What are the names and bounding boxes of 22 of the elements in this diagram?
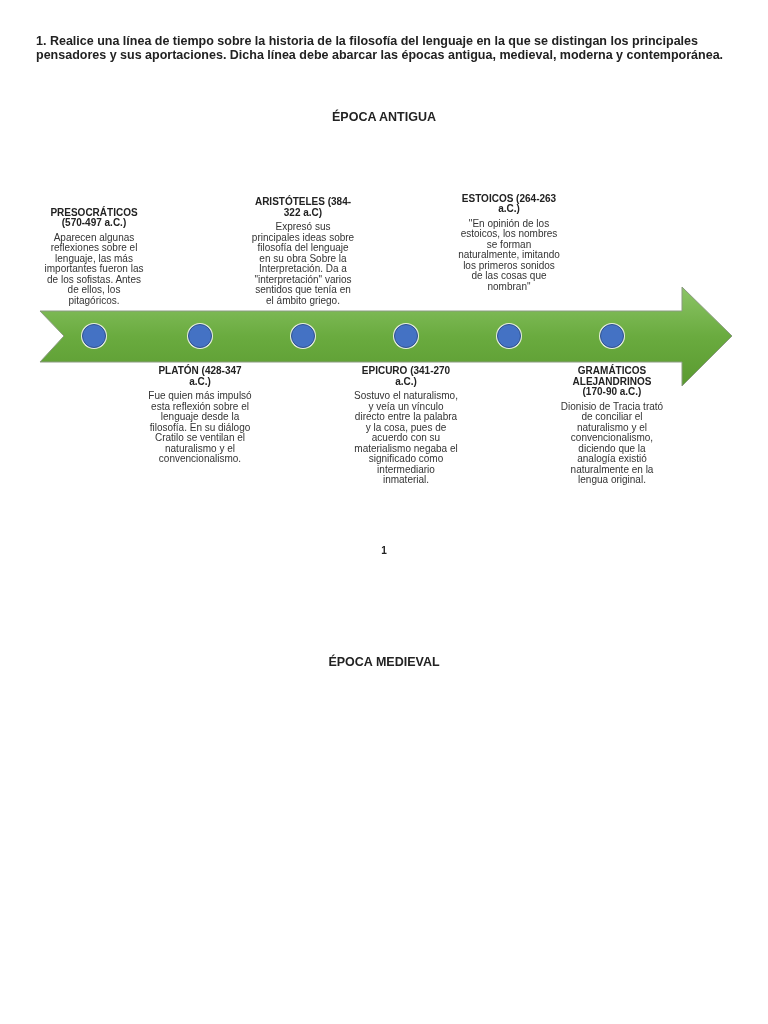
event-description: Dionisio de Tracia trató de conciliar el naturalismo y el convencionalismo, diciendo que la analogía existió naturalmente en la lengua original. (560, 401, 664, 486)
event-heading: PLATÓN (428-347 a.C.) (157, 366, 243, 387)
section-heading: ÉPOCA ANTIGUA (331, 110, 437, 124)
circle-marker (394, 324, 418, 348)
instruction-text: 1. Realice una línea de tiempo sobre la historia de la filosofía del lenguaje en la que se distingan los principales pensadores y sus aportaciones. Dicha línea debe abarcar las épocas antigua, medieval, moderna y contemporánea. (36, 34, 725, 62)
circle-marker (188, 324, 212, 348)
circle-marker (291, 324, 315, 348)
event-heading: GRAMÁTICOS ALEJANDRINOS (170-90 a.C.) (571, 366, 653, 398)
event-description: Sostuvo el naturalismo, y veía un vínculo directo entre la palabra y la cosa, pues de acuerdo con su materialismo negaba el significado como intermediario inmaterial. (354, 391, 458, 486)
event-description: Aparecen algunas reflexiones sobre el lenguaje, las más importantes fueron las de los sofistas. Antes de ellos, los pitagóricos. (43, 232, 145, 306)
circle-marker (497, 324, 521, 348)
event-heading: PRESOCRÁTICOS (570-497 a.C.) (49, 207, 139, 229)
event-description: Expresó sus principales ideas sobre filosofía del lenguaje en su obra Sobre la Interpretación. Da a "interpretación" varios sentidos que tenía en el ámbito griego. (251, 222, 355, 306)
page-number: 1 (380, 545, 388, 556)
circle-marker (82, 324, 106, 348)
event-heading: EPICURO (341-270 a.C.) (360, 366, 452, 387)
section-heading: ÉPOCA MEDIEVAL (327, 655, 441, 669)
circle-marker (600, 324, 624, 348)
event-description: Fue quien más impulsó esta reflexión sobre el lenguaje desde la filosofía. En su diálogo Cratilo se ventilan el naturalismo y el convencionalismo. (148, 391, 252, 465)
event-description: "En opinión de los estoicos, los nombres se forman naturalmente, imitando los primeros sonidos de las cosas que nombran" (457, 218, 561, 292)
event-heading: ESTOICOS (264-263 a.C.) (460, 193, 558, 215)
event-heading: ARISTÓTELES (384-322 a.C) (253, 197, 353, 218)
